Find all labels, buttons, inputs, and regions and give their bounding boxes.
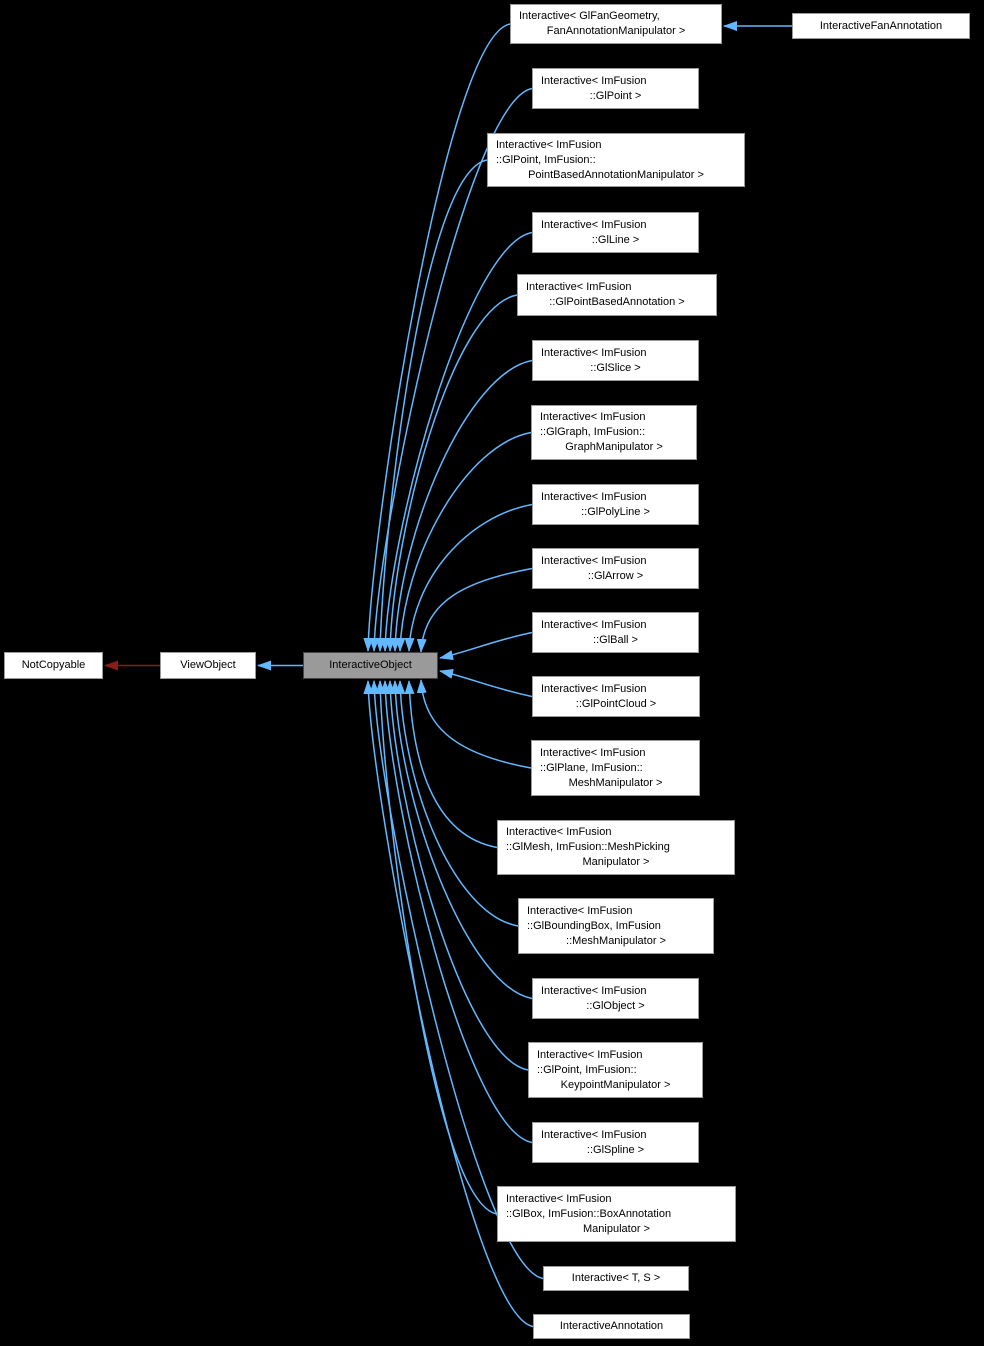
class-node-label: InteractiveFanAnnotation bbox=[819, 19, 943, 32]
class-node-label: ::GlPoint, ImFusion:: bbox=[496, 153, 596, 166]
inheritance-edge-glgraph-to-interactiveobject bbox=[395, 431, 532, 652]
class-node-label: Interactive< GlFanGeometry, bbox=[519, 10, 660, 22]
class-node-label: ::GlPointCloud > bbox=[575, 697, 657, 710]
class-node-label: Manipulator > bbox=[583, 1222, 650, 1235]
class-node-label: Interactive< ImFusion bbox=[537, 1048, 643, 1061]
class-node-label: ::GlBox, ImFusion::BoxAnnotation bbox=[506, 1207, 672, 1220]
inheritance-edge-glplane-to-interactiveobject bbox=[416, 679, 532, 769]
class-node-glgraph[interactable]: Interactive< ImFusion::GlGraph, ImFusion… bbox=[531, 405, 697, 460]
class-node-label: GraphManipulator > bbox=[565, 441, 663, 453]
inheritance-edge-fan-geometry-to-interactiveobject bbox=[363, 23, 511, 652]
class-node-label: KeypointManipulator > bbox=[560, 1078, 671, 1091]
class-node-label: Interactive< T, S > bbox=[571, 1272, 661, 1284]
class-node-label: NotCopyable bbox=[21, 659, 86, 671]
class-node-label: Interactive< ImFusion bbox=[540, 746, 646, 759]
inheritance-edge-glpointcloud-to-interactiveobject bbox=[439, 669, 533, 698]
inheritance-edge-glarrow-to-interactiveobject bbox=[416, 567, 533, 653]
class-node-glspline[interactable]: Interactive< ImFusion::GlSpline > bbox=[532, 1122, 699, 1163]
class-node-label: Interactive< ImFusion bbox=[540, 411, 646, 423]
inheritance-edge-glmesh-to-interactiveobject bbox=[404, 680, 498, 849]
class-node-label: ::GlPoint > bbox=[589, 89, 642, 102]
class-node-fan-geometry[interactable]: Interactive< GlFanGeometry, FanAnnotation… bbox=[510, 4, 722, 44]
class-node-glpba[interactable]: Interactive< ImFusion::GlPointBasedAnnot… bbox=[517, 274, 717, 316]
class-node-label: Interactive< ImFusion bbox=[496, 138, 602, 151]
class-node-label: ::GlSpline > bbox=[586, 1143, 645, 1156]
class-node-label: ::MeshManipulator > bbox=[566, 934, 666, 947]
inheritance-edge-glball-to-interactiveobject bbox=[439, 631, 533, 660]
class-node-label: ::GlPointBasedAnnotation > bbox=[549, 296, 685, 308]
class-node-label: ::GlPlane, ImFusion:: bbox=[540, 761, 643, 774]
class-node-t-s[interactable]: Interactive< T, S > bbox=[543, 1266, 689, 1291]
class-node-label: ::GlBall > bbox=[593, 633, 638, 646]
class-node-glplane[interactable]: Interactive< ImFusion::GlPlane, ImFusion… bbox=[531, 740, 700, 796]
class-node-label: ::GlPoint, ImFusion:: bbox=[537, 1063, 637, 1076]
class-node-label: ::GlArrow > bbox=[587, 569, 644, 582]
class-node-label: Interactive< ImFusion bbox=[506, 1192, 612, 1205]
inheritance-edge-glbbox-to-interactiveobject bbox=[395, 680, 519, 927]
class-node-label: Interactive< ImFusion bbox=[526, 281, 632, 293]
inheritance-edge-annotation-to-interactiveobject bbox=[363, 680, 534, 1328]
inheritance-edge-glpolyline-to-interactiveobject bbox=[404, 503, 533, 652]
inheritance-edge-glslice-to-interactiveobject bbox=[390, 359, 533, 652]
class-node-label: InteractiveObject bbox=[329, 659, 412, 671]
inheritance-edge-glline-to-interactiveobject bbox=[380, 231, 533, 652]
class-node-interactiveobject[interactable]: InteractiveObject bbox=[303, 652, 438, 679]
inheritance-edge-t-s-to-interactiveobject bbox=[369, 680, 544, 1280]
class-node-label: ::GlPolyLine > bbox=[581, 505, 650, 518]
inheritance-edge-glbox-to-interactiveobject bbox=[375, 680, 498, 1215]
class-node-glball[interactable]: Interactive< ImFusion::GlBall > bbox=[532, 612, 699, 653]
inheritance-edge-glpoint-kp-to-interactiveobject bbox=[385, 680, 529, 1071]
class-node-fan-annotation[interactable]: InteractiveFanAnnotation bbox=[792, 13, 970, 39]
inheritance-edge-globject-to-interactiveobject bbox=[390, 680, 533, 1000]
class-node-glbox[interactable]: Interactive< ImFusion::GlBox, ImFusion::… bbox=[497, 1186, 736, 1242]
class-node-label: ::GlObject > bbox=[586, 999, 645, 1012]
class-node-label: ::GlGraph, ImFusion:: bbox=[540, 426, 646, 438]
class-node-label: Interactive< ImFusion bbox=[541, 984, 647, 997]
class-node-glpoint-pba[interactable]: Interactive< ImFusion::GlPoint, ImFusion… bbox=[487, 133, 745, 187]
class-node-annotation[interactable]: InteractiveAnnotation bbox=[533, 1314, 690, 1339]
class-node-glpolyline[interactable]: Interactive< ImFusion::GlPolyLine > bbox=[532, 484, 699, 525]
class-node-glline[interactable]: Interactive< ImFusion::GlLine > bbox=[532, 212, 699, 253]
class-node-glslice[interactable]: Interactive< ImFusion::GlSlice > bbox=[532, 340, 699, 381]
class-node-glmesh[interactable]: Interactive< ImFusion::GlMesh, ImFusion:… bbox=[497, 820, 735, 875]
class-node-label: Interactive< ImFusion bbox=[541, 618, 647, 631]
class-node-glbbox[interactable]: Interactive< ImFusion::GlBoundingBox, Im… bbox=[518, 898, 714, 954]
class-node-glarrow[interactable]: Interactive< ImFusion::GlArrow > bbox=[532, 548, 699, 589]
class-node-label: Interactive< ImFusion bbox=[541, 346, 647, 359]
class-node-label: Interactive< ImFusion bbox=[506, 826, 612, 838]
class-node-glpoint-kp[interactable]: Interactive< ImFusion::GlPoint, ImFusion… bbox=[528, 1042, 703, 1098]
inheritance-edge-glpoint-to-interactiveobject bbox=[369, 87, 533, 652]
class-node-label: InteractiveAnnotation bbox=[559, 1320, 664, 1332]
class-node-viewobject[interactable]: ViewObject bbox=[160, 652, 256, 679]
class-node-label: ViewObject bbox=[180, 659, 236, 671]
class-node-label: Interactive< ImFusion bbox=[541, 1128, 647, 1141]
class-node-label: ::GlBoundingBox, ImFusion bbox=[527, 919, 661, 932]
class-node-label: ::GlSlice > bbox=[590, 361, 641, 374]
class-node-label: FanAnnotationManipulator > bbox=[546, 25, 686, 37]
class-node-label: Interactive< ImFusion bbox=[541, 218, 647, 231]
class-node-glpointcloud[interactable]: Interactive< ImFusion::GlPointCloud > bbox=[532, 676, 700, 717]
inheritance-edge-glpoint-pba-to-interactiveobject bbox=[375, 159, 488, 652]
class-node-notcopyable[interactable]: NotCopyable bbox=[4, 652, 103, 679]
class-node-label: ::GlLine > bbox=[591, 233, 640, 246]
class-node-label: PointBasedAnnotationManipulator > bbox=[528, 168, 704, 181]
class-node-label: Interactive< ImFusion bbox=[541, 554, 647, 567]
class-node-label: Interactive< ImFusion bbox=[541, 682, 647, 695]
class-node-label: MeshManipulator > bbox=[568, 776, 663, 789]
class-node-label: ::GlMesh, ImFusion::MeshPicking bbox=[506, 841, 670, 853]
class-node-label: Manipulator > bbox=[582, 856, 650, 868]
inheritance-edge-glspline-to-interactiveobject bbox=[380, 680, 533, 1144]
class-node-glpoint[interactable]: Interactive< ImFusion::GlPoint > bbox=[532, 68, 699, 109]
class-node-label: Interactive< ImFusion bbox=[527, 904, 633, 917]
inheritance-edge-glpba-to-interactiveobject bbox=[385, 294, 518, 652]
class-node-label: Interactive< ImFusion bbox=[541, 74, 647, 87]
class-node-label: Interactive< ImFusion bbox=[541, 490, 647, 503]
class-node-globject[interactable]: Interactive< ImFusion::GlObject > bbox=[532, 978, 699, 1019]
